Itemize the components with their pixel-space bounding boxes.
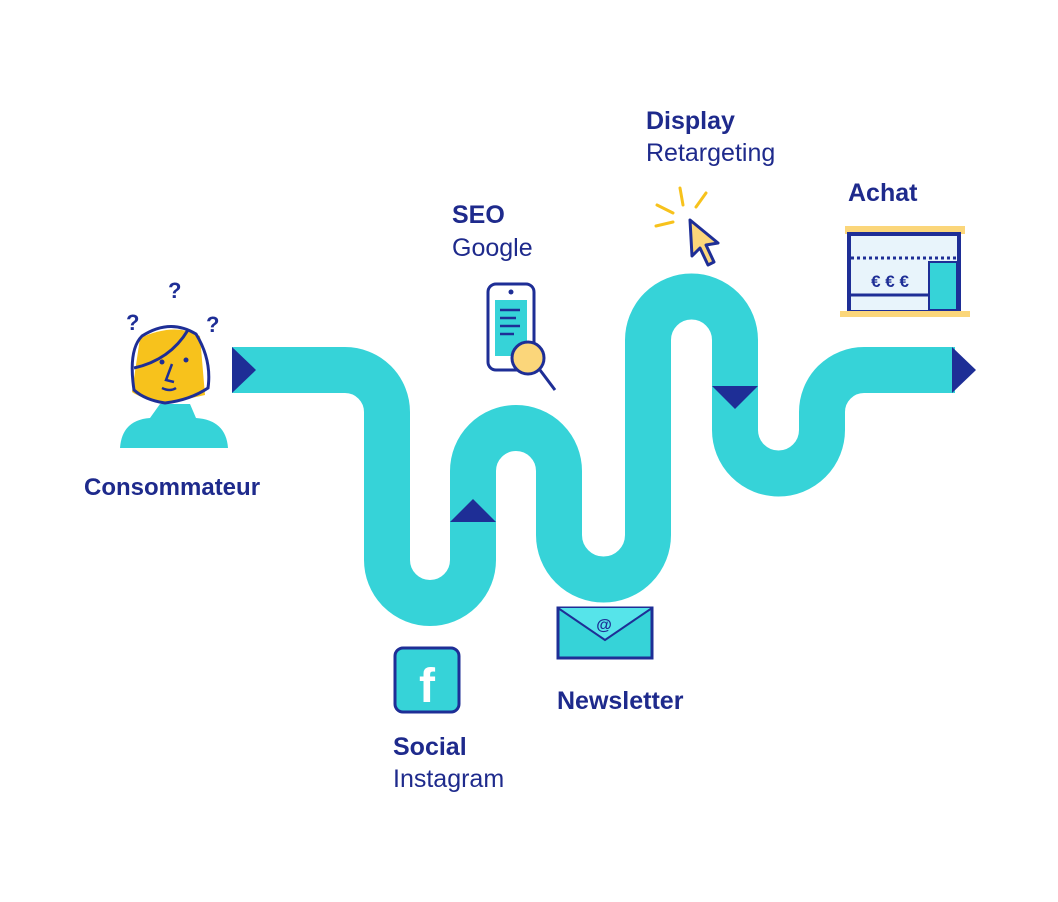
seo-title: SEO [452, 201, 505, 229]
email-icon: @ [556, 606, 654, 660]
shop-icon: € € € [840, 226, 970, 317]
svg-text:f: f [419, 660, 436, 713]
end-arrow-icon [952, 347, 976, 393]
achat-title: Achat [848, 179, 918, 207]
display-subtitle: Retargeting [646, 139, 776, 167]
up-arrow-icon [450, 499, 496, 522]
svg-text:€ € €: € € € [871, 272, 909, 291]
consumer-label: Consommateur [84, 474, 261, 501]
social-subtitle: Instagram [393, 765, 505, 793]
phone-search-icon [486, 282, 557, 391]
start-arrow-icon [232, 347, 256, 393]
seo-subtitle: Google [452, 234, 533, 262]
question-mark: ? [168, 278, 181, 303]
question-mark: ? [126, 310, 139, 335]
facebook-icon: f [393, 646, 461, 714]
cursor-click-icon [654, 186, 720, 267]
journey-path [232, 273, 955, 626]
svg-text:@: @ [596, 617, 612, 634]
question-mark: ? [206, 312, 219, 337]
social-title: Social [393, 733, 467, 761]
down-arrow-icon [712, 386, 758, 409]
display-title: Display [646, 107, 735, 135]
consumer-icon: ? ? ? [120, 278, 228, 448]
newsletter-title: Newsletter [557, 687, 684, 715]
